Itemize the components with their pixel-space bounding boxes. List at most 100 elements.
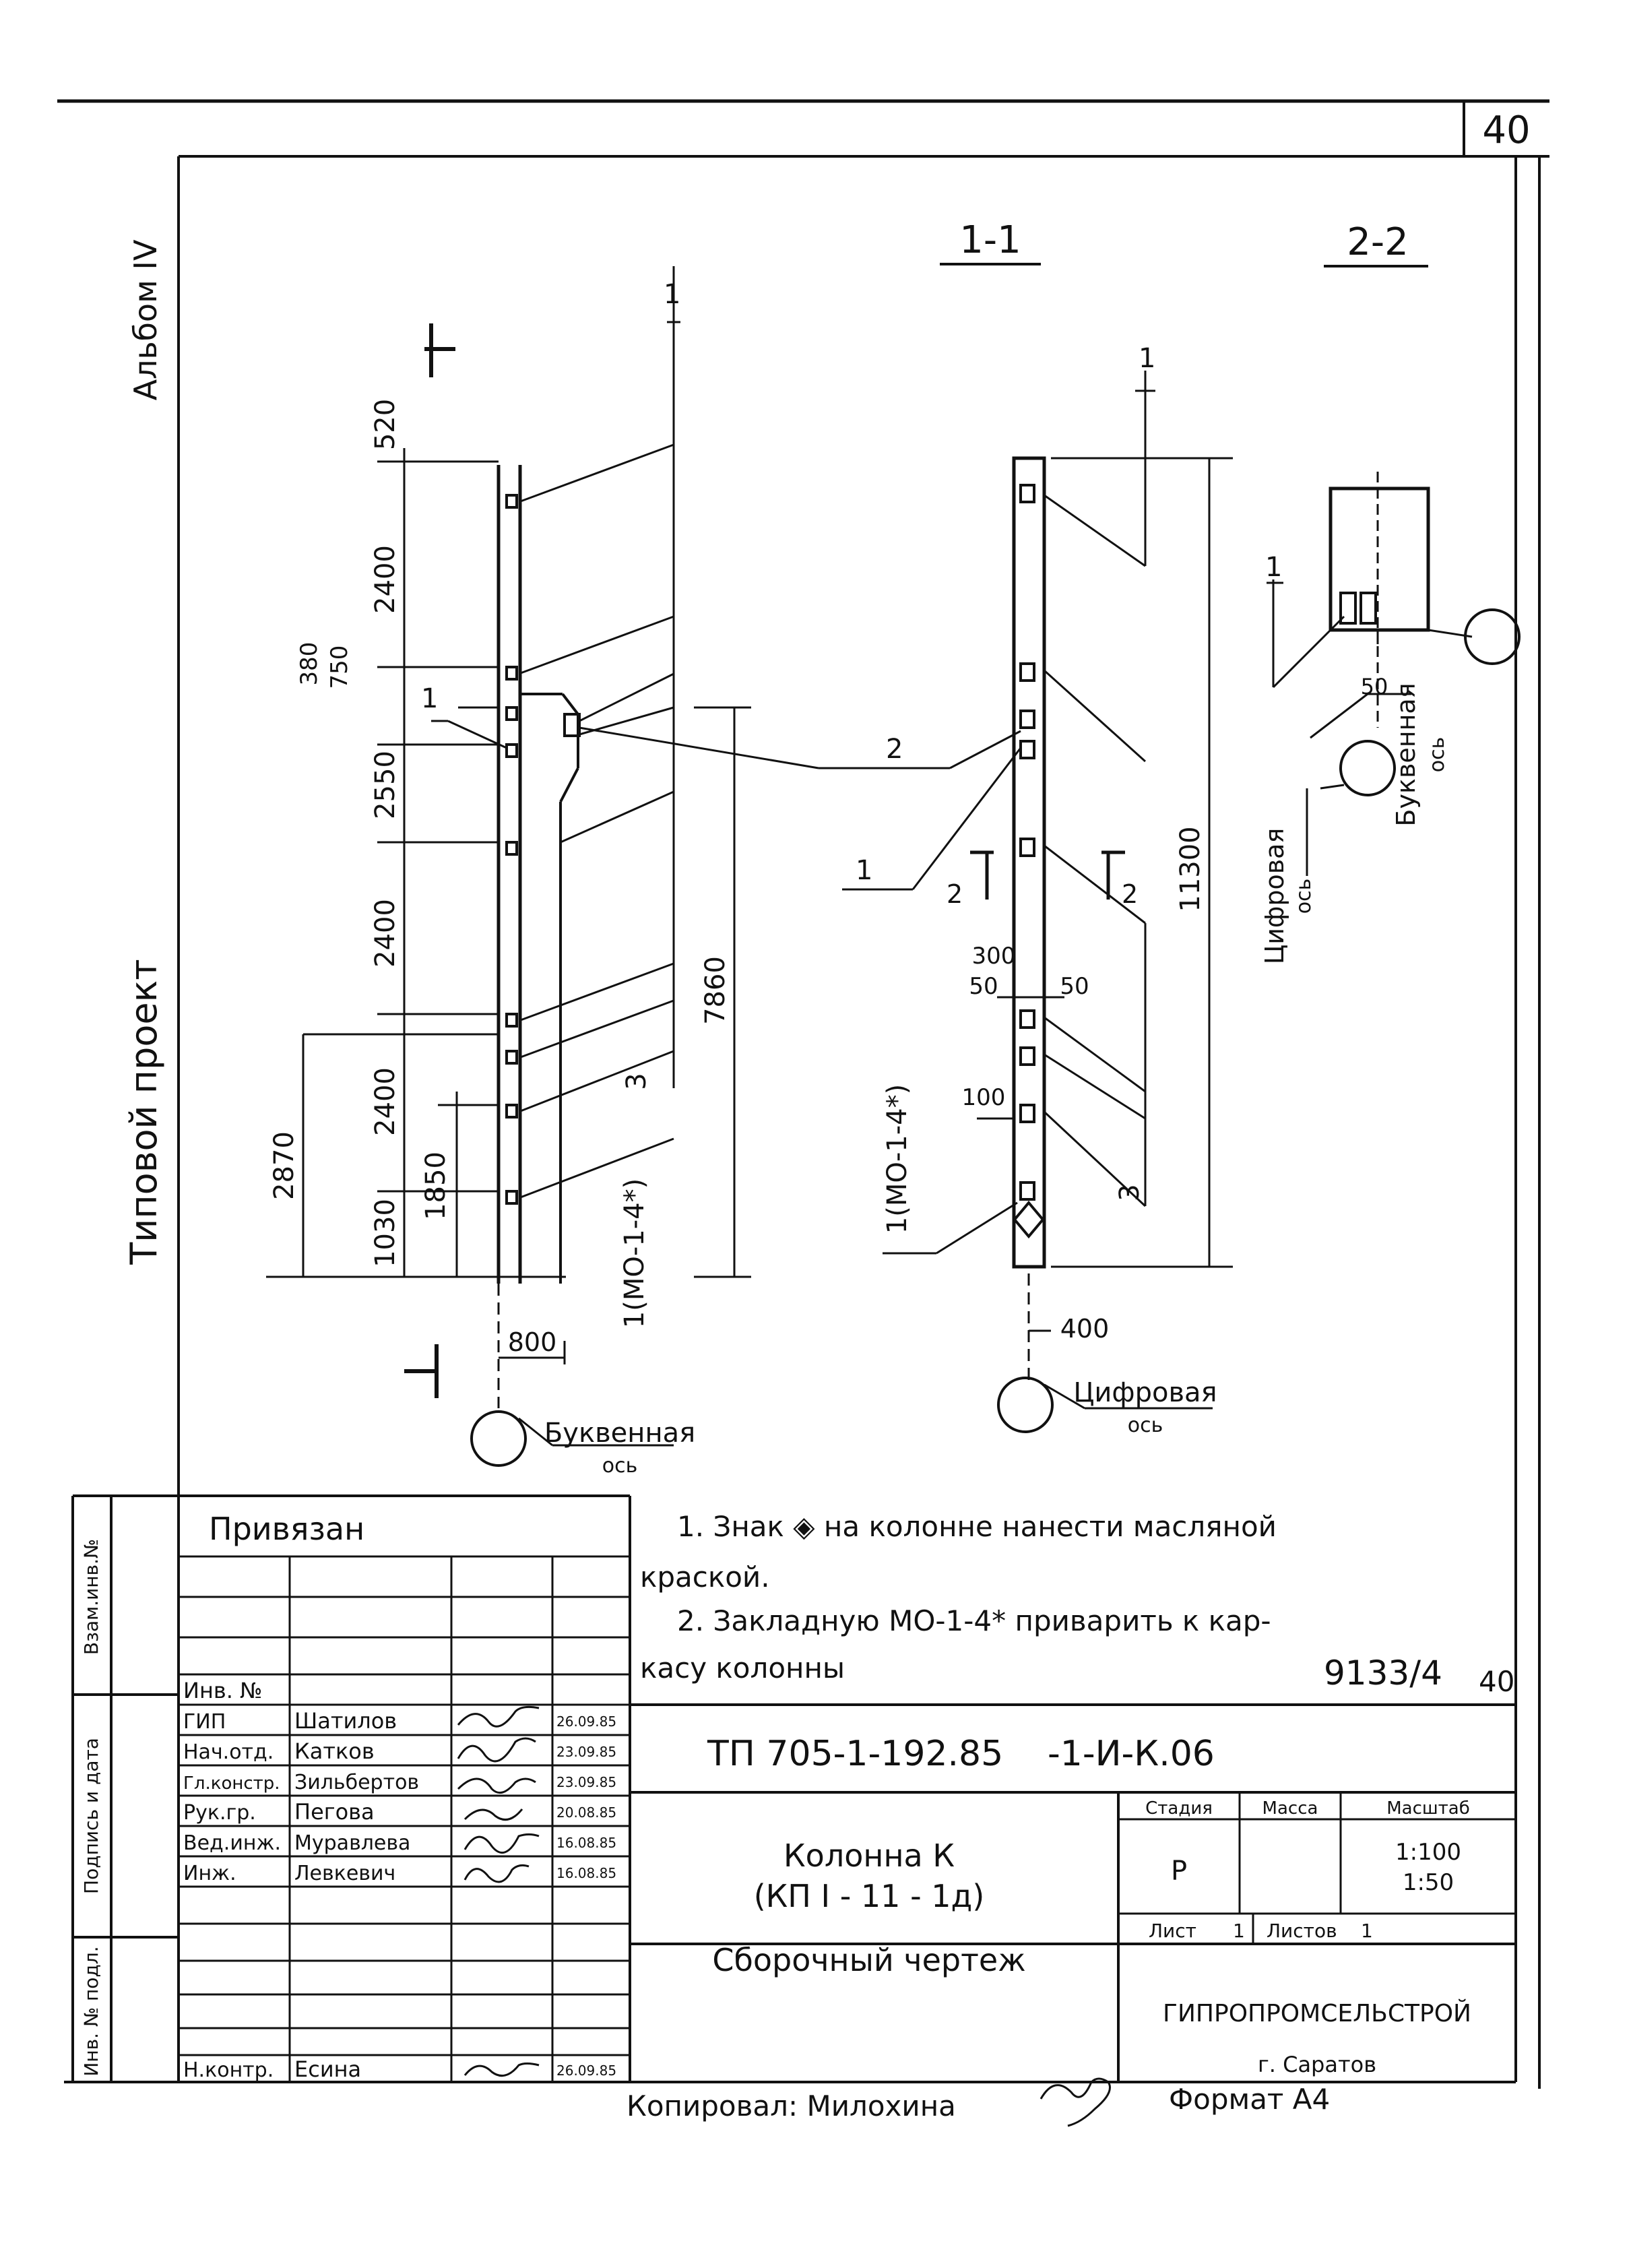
axis-letter-word: ось [602, 1454, 638, 1478]
section-1-1-title: 1-1 [959, 218, 1021, 262]
staff-date-0: 26.09.85 [556, 1713, 616, 1730]
s1-dim-300: 300 [972, 943, 1016, 970]
section-2-2-view [1267, 472, 1521, 876]
dim-1030: 1030 [370, 1199, 401, 1267]
notes: 1. Знак ◈ на колонне нанести масляной кр… [640, 1510, 1514, 1698]
dim-800: 800 [508, 1327, 557, 1357]
col-mass: Масса [1262, 1798, 1318, 1819]
organization: ГИПРОПРОМСЕЛЬСТРОЙ [1163, 1999, 1471, 2027]
dim-2400-low: 2400 [370, 1067, 401, 1136]
staff-role-5: Инж. [183, 1862, 236, 1885]
col-scale: Масштаб [1386, 1798, 1470, 1819]
section-2-2-annotations: 50 1 Цифровая ось Буквенная ось [1260, 552, 1449, 964]
dim-7860: 7860 [700, 956, 731, 1025]
note-line-1: 1. Знак ◈ на колонне нанести масляной [677, 1510, 1277, 1543]
s1-label-2: 2 [886, 734, 903, 765]
title-block-text: Привязан Инв. № ГИП Шатилов 26.09.85 Нач… [183, 1511, 1471, 2082]
dim-2400-top: 2400 [370, 545, 401, 614]
object-name-line-2: (КП I - 11 - 1д) [754, 1878, 985, 1914]
staff-role-1: Нач.отд. [183, 1740, 274, 1764]
column-elevation [266, 266, 751, 1467]
section-1-1-annotations: 11300 300 50 50 100 400 1 2 1 2 2 3 1(МО… [856, 343, 1217, 1437]
s1-dim-11300: 11300 [1175, 826, 1206, 912]
s1-axis-word: ось [1128, 1414, 1163, 1437]
sheet-number: 40 [1482, 108, 1530, 152]
staff-name-6: Есина [294, 2056, 361, 2082]
staff-role-3: Рук.гр. [183, 1801, 256, 1825]
label-3: 3 [621, 1073, 652, 1090]
s1-axis-label: Цифровая [1073, 1377, 1217, 1408]
sheets-value: 1 [1361, 1920, 1373, 1942]
side-label-orig-inv: Инв. № подл. [80, 1946, 102, 2076]
title-block-side-labels: Взам.инв.№ Подпись и дата Инв. № подл. [80, 1539, 102, 2077]
album-label: Альбом IV [127, 239, 164, 400]
s2-axis-letter-label: Буквенная [1391, 683, 1421, 826]
s1-label-1-mid: 1 [856, 855, 872, 886]
dim-380: 380 [296, 642, 323, 686]
bound-label: Привязан [209, 1511, 364, 1547]
scale-value-2: 1:50 [1403, 1869, 1454, 1896]
axis-letter-label: Буквенная [544, 1418, 695, 1449]
sheets-label: Листов [1267, 1920, 1337, 1942]
s1-cut-2-right: 2 [1122, 879, 1138, 909]
paper-format: Формат А4 [1169, 2083, 1330, 2116]
note-line-3: 2. Закладную МО-1-4* приварить к кар- [677, 1604, 1271, 1637]
col-stage: Стадия [1145, 1798, 1213, 1819]
s1-dim-50-left: 50 [969, 973, 998, 1000]
label-mo-1-4: 1(МО-1-4*) [619, 1178, 650, 1328]
drawing-code-suffix: -1-И-К.06 [1048, 1734, 1215, 1774]
s1-dim-50-right: 50 [1060, 973, 1089, 1000]
s1-label-mo: 1(МО-1-4*) [882, 1084, 913, 1234]
staff-date-6: 26.09.85 [556, 2062, 616, 2079]
s2-axis-letter-word: ось [1426, 737, 1449, 773]
staff-date-5: 16.08.85 [556, 1865, 616, 1881]
organization-city: г. Саратов [1258, 2052, 1376, 2077]
stage-value: Р [1171, 1856, 1187, 1887]
dim-520: 520 [370, 399, 401, 450]
note-line-4: касу колонны [640, 1651, 845, 1684]
sheet-label: Лист [1149, 1920, 1196, 1942]
s1-cut-2-left: 2 [947, 879, 963, 909]
dim-2550: 2550 [370, 751, 401, 819]
dim-2870: 2870 [269, 1131, 300, 1200]
s1-dim-400: 400 [1060, 1314, 1110, 1344]
staff-name-0: Шатилов [294, 1708, 397, 1734]
copied-by: Копировал: Милохина [627, 2089, 956, 2122]
s2-label-1: 1 [1265, 552, 1282, 583]
staff-role-0: ГИП [183, 1710, 226, 1734]
side-label-signature-date: Подпись и дата [80, 1738, 102, 1894]
object-name-line-1: Колонна К [783, 1837, 955, 1874]
scale-value-1: 1:100 [1395, 1839, 1461, 1866]
section-2-2-title: 2-2 [1347, 220, 1408, 264]
sheet-frame [57, 99, 1549, 2089]
staff-name-1: Катков [294, 1738, 375, 1764]
side-label-replaced-inv: Взам.инв.№ [80, 1539, 102, 1655]
signatures [457, 1705, 1111, 2127]
staff-name-5: Левкевич [294, 1862, 395, 1885]
staff-role-4: Вед.инж. [183, 1831, 281, 1855]
staff-role-6: Н.контр. [183, 2058, 274, 2082]
staff-date-1: 23.09.85 [556, 1744, 616, 1760]
drawing-ref-number: 9133/4 [1324, 1653, 1442, 1693]
s1-dim-100: 100 [962, 1084, 1006, 1111]
note-line-2: краской. [640, 1561, 770, 1594]
dim-1850: 1850 [420, 1152, 451, 1220]
elevation-dimensions: 520 2400 380 750 2550 2400 2400 2870 103… [269, 279, 731, 1478]
staff-role-2: Гл.констр. [183, 1773, 280, 1794]
s2-dim-50: 50 [1361, 674, 1388, 699]
staff-date-2: 23.09.85 [556, 1774, 616, 1790]
section-1-1-view [579, 371, 1233, 1433]
staff-date-3: 20.08.85 [556, 1804, 616, 1821]
staff-name-3: Пегова [294, 1799, 375, 1825]
inv-no-label: Инв. № [183, 1678, 262, 1703]
project-type-label: Типовой проект [123, 959, 165, 1265]
label-1-top: 1 [664, 279, 680, 310]
sheet-value: 1 [1233, 1920, 1245, 1942]
drawing-ref-sheet: 40 [1479, 1665, 1514, 1698]
title-block-lines [71, 1494, 1516, 2082]
drawing-type: Сборочный чертеж [712, 1942, 1025, 1978]
staff-name-4: Муравлева [294, 1831, 410, 1855]
dim-2400-mid: 2400 [370, 899, 401, 968]
s1-label-3: 3 [1114, 1184, 1145, 1201]
